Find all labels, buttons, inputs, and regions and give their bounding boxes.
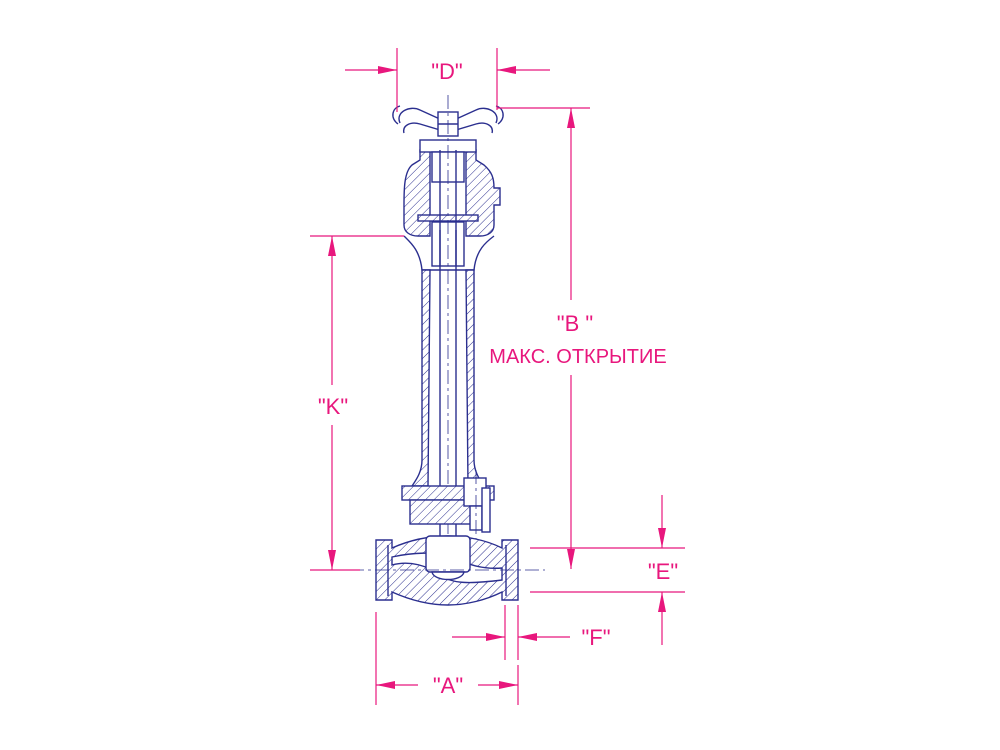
label-b-note: МАКС. ОТКРЫТИЕ [489,346,666,368]
bonnet [403,139,501,271]
dimension-a: "A" [375,612,519,705]
label-a: "A" [433,673,463,698]
dimensions: "D" "B " МАКС. ОТКРЫТИЕ "K" [310,48,685,705]
valve-body-group [350,95,545,606]
lower-flange [401,470,495,545]
dimension-k: "K" [310,235,404,571]
label-f: "F" [581,625,610,650]
label-d: "D" [431,59,463,84]
dimension-f: "F" [452,605,611,660]
label-e: "E" [648,559,678,584]
dimension-e: "E" [530,495,685,645]
dimension-b: "B " МАКС. ОТКРЫТИЕ [489,107,667,569]
label-k: "K" [318,394,348,419]
dimension-d: "D" [345,48,550,112]
valve-body [350,535,545,606]
label-b: "B " [557,311,593,336]
